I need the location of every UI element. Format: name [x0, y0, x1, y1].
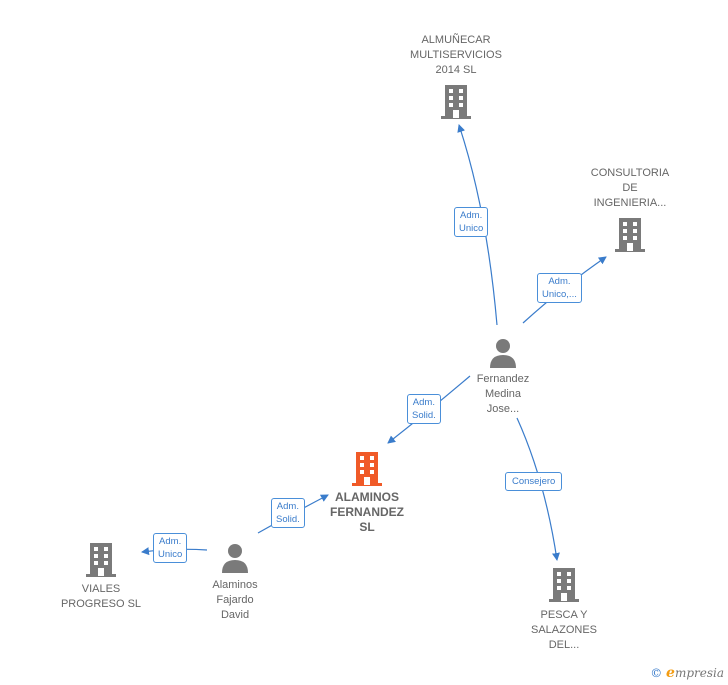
label-line: PROGRESO SL — [60, 598, 142, 610]
edge-label-fernandez-almunecar[interactable]: Adm. Unico — [454, 207, 489, 237]
building-icon — [352, 452, 382, 486]
edge-label-line: Adm. — [276, 501, 299, 512]
label-line: Alaminos — [212, 579, 258, 591]
edge-label-line: Unico,... — [542, 289, 577, 300]
label-line: ALMUÑECAR — [421, 34, 491, 46]
brand-logo-e: e — [666, 665, 675, 681]
node-label: ALAMINOS FERNANDEZ SL — [330, 490, 404, 535]
edge-label-line: Adm. — [159, 536, 182, 547]
label-line: PESCA Y — [540, 609, 588, 621]
label-line: DE — [622, 182, 638, 194]
copyright-symbol: © — [650, 666, 663, 680]
node-label: Fernandez Medina Jose... — [477, 372, 530, 417]
label-line: Medina — [484, 388, 522, 400]
node-fernandez[interactable]: Fernandez Medina Jose... — [477, 337, 529, 415]
label-line: VIALES — [81, 583, 121, 595]
edge-label-fernandez-pesca[interactable]: Consejero — [505, 472, 563, 491]
building-icon — [549, 568, 579, 602]
edge-label-line: Solid. — [276, 514, 300, 525]
node-pesca[interactable]: PESCA Y SALAZONES DEL... — [531, 567, 597, 651]
edge-label-line: Unico — [459, 223, 484, 234]
label-line: 2014 SL — [435, 64, 477, 76]
label-line: SL — [359, 520, 375, 534]
label-line: FERNANDEZ — [330, 505, 404, 519]
watermark: © empresia — [650, 665, 724, 681]
node-alaminos-fajardo-david[interactable]: Alaminos Fajardo David — [212, 542, 258, 621]
edge-label-line: Solid. — [412, 410, 436, 421]
node-almunecar[interactable]: ALMUÑECAR MULTISERVICIOS 2014 SL — [410, 34, 502, 120]
label-line: MULTISERVICIOS — [410, 49, 502, 61]
edge-label-line: Consejero — [512, 476, 556, 487]
node-consultoria[interactable]: CONSULTORIA DE INGENIERIA... — [591, 167, 669, 253]
edge-label-line: Unico — [158, 549, 183, 560]
label-line: Fajardo — [216, 594, 254, 606]
edge-label-fernandez-alaminos-sl[interactable]: Adm. Solid. — [407, 394, 441, 424]
label-line: INGENIERIA... — [593, 197, 667, 209]
node-label: PESCA Y SALAZONES DEL... — [531, 608, 597, 653]
building-icon — [615, 218, 645, 252]
person-icon — [222, 544, 248, 573]
edge-label-david-alaminos-sl[interactable]: Adm. Solid. — [271, 498, 305, 528]
label-line: Fernandez — [476, 373, 530, 385]
edge-label-line: Adm. — [412, 397, 435, 408]
node-viales[interactable]: VIALES PROGRESO SL — [61, 542, 141, 610]
node-label: Alaminos Fajardo David — [212, 578, 257, 623]
label-line: ALAMINOS — [335, 490, 399, 504]
label-line: David — [220, 609, 250, 621]
node-label: ALMUÑECAR MULTISERVICIOS 2014 SL — [410, 33, 502, 78]
edge-label-line: Adm. — [460, 210, 483, 221]
person-icon — [490, 339, 516, 368]
edge-label-line: Adm. — [548, 276, 571, 287]
edge-label-david-viales[interactable]: Adm. Unico — [153, 533, 188, 563]
building-icon — [86, 543, 116, 577]
node-alaminos-fernandez-sl[interactable]: ALAMINOS FERNANDEZ SL — [330, 451, 404, 534]
edge-label-fernandez-consultoria[interactable]: Adm. Unico,... — [537, 273, 582, 303]
building-icon — [441, 85, 471, 119]
node-label: CONSULTORIA DE INGENIERIA... — [591, 166, 669, 211]
node-label: VIALES PROGRESO SL — [61, 582, 141, 612]
label-line: SALAZONES — [530, 624, 598, 636]
label-line: DEL... — [548, 639, 580, 651]
label-line: CONSULTORIA — [590, 167, 670, 179]
brand-logo-text: mpresia — [674, 666, 724, 680]
label-line: Jose... — [486, 403, 520, 415]
